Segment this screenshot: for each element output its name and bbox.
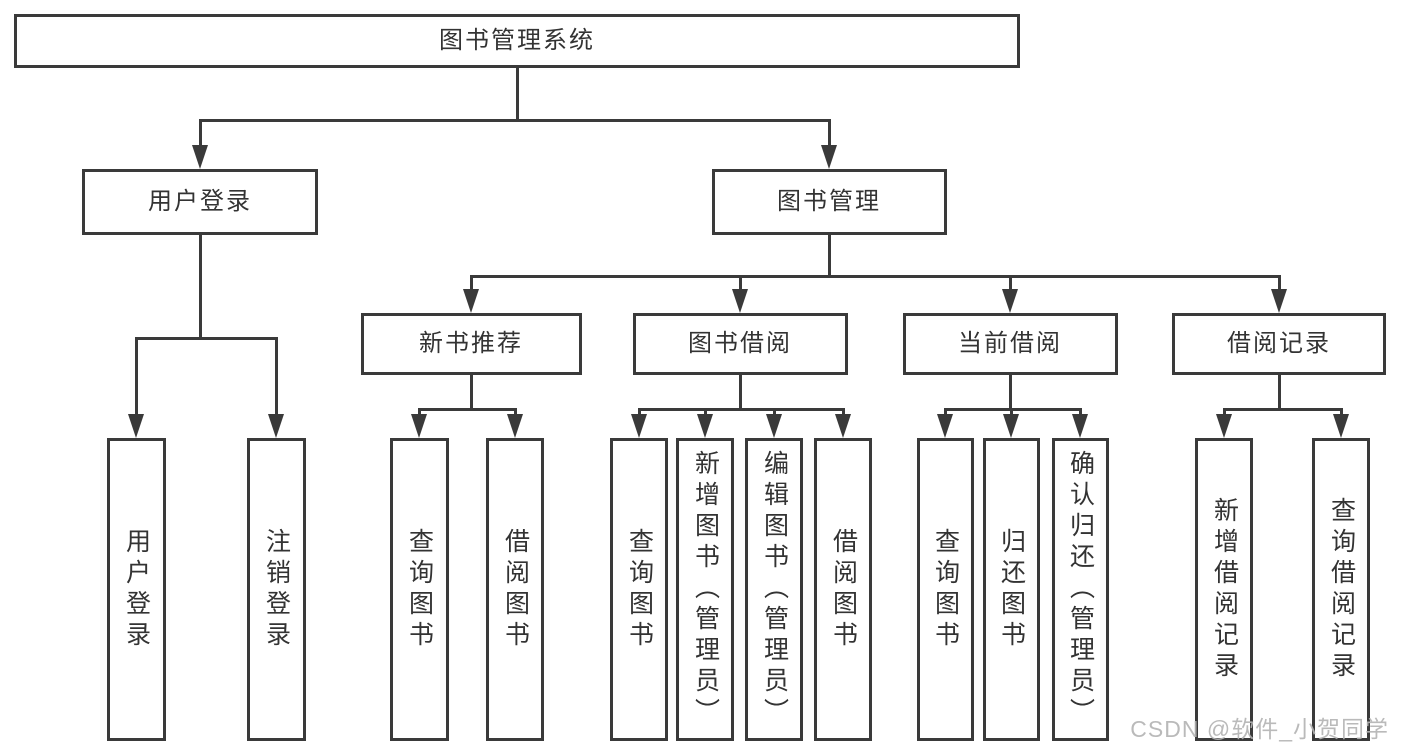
arrowhead-icon-edit-books-admin — [766, 414, 782, 438]
arrowhead-icon-user-login-action — [128, 414, 144, 438]
node-label-add-books-admin: 新增图书（管理员） — [691, 450, 720, 729]
node-label-query-borrow-record: 查询借阅记录 — [1327, 496, 1356, 683]
connector-drop-book-management — [827, 235, 831, 278]
connector-stem-add-books-admin — [703, 408, 707, 416]
arrowhead-icon-book-management — [821, 145, 837, 169]
connector-bar-book-management — [469, 275, 1281, 278]
node-label-book-borrowing: 图书借阅 — [688, 330, 792, 358]
arrowhead-icon-borrow-books-recommend — [507, 414, 523, 438]
connector-stem-new-book-recommend — [469, 275, 473, 291]
node-label-user-login: 用户登录 — [148, 188, 252, 216]
connector-stem-borrow-books — [841, 408, 845, 416]
node-query-borrow-record: 查询借阅记录 — [1312, 438, 1370, 741]
node-current-borrowing: 当前借阅 — [902, 313, 1118, 375]
connector-drop-library-system — [515, 68, 519, 122]
node-label-current-borrowing: 当前借阅 — [958, 330, 1062, 358]
connector-drop-book-borrowing — [738, 375, 742, 411]
connector-stem-book-borrowing — [738, 275, 742, 291]
node-label-edit-books-admin: 编辑图书（管理员） — [760, 450, 789, 729]
node-query-books-current: 查询图书 — [916, 438, 974, 741]
arrowhead-icon-add-borrow-record — [1216, 414, 1232, 438]
connector-drop-new-book-recommend — [469, 375, 473, 411]
connector-stem-user-login-action — [134, 337, 138, 416]
connector-stem-edit-books-admin — [772, 408, 776, 416]
node-label-library-system: 图书管理系统 — [439, 27, 595, 55]
arrowhead-icon-borrowing-records — [1271, 289, 1287, 313]
node-label-borrowing-records: 借阅记录 — [1227, 330, 1331, 358]
connector-bar-library-system — [198, 119, 831, 122]
arrowhead-icon-current-borrowing — [1002, 289, 1018, 313]
node-new-book-recommend: 新书推荐 — [360, 313, 582, 375]
node-label-query-books-current: 查询图书 — [931, 527, 960, 652]
connector-stem-query-books-borrow — [637, 408, 641, 416]
node-borrowing-records: 借阅记录 — [1172, 313, 1386, 375]
node-book-borrowing: 图书借阅 — [632, 313, 848, 375]
node-edit-books-admin: 编辑图书（管理员） — [745, 438, 803, 741]
node-label-query-books-recommend: 查询图书 — [405, 527, 434, 652]
connector-drop-user-login — [198, 235, 202, 340]
connector-bar-user-login — [134, 337, 278, 340]
connector-stem-book-management — [827, 119, 831, 147]
connector-stem-query-books-current — [943, 408, 947, 416]
connector-drop-current-borrowing — [1008, 375, 1012, 411]
arrowhead-icon-user-login — [192, 145, 208, 169]
node-borrow-books: 借阅图书 — [814, 438, 872, 741]
connector-stem-return-books — [1009, 408, 1013, 416]
connector-stem-logout-action — [274, 337, 278, 416]
arrowhead-icon-query-borrow-record — [1333, 414, 1349, 438]
node-user-login-action: 用户登录 — [106, 438, 166, 741]
connector-stem-current-borrowing — [1008, 275, 1012, 291]
node-return-books: 归还图书 — [982, 438, 1040, 741]
node-book-management: 图书管理 — [711, 169, 947, 235]
node-label-add-borrow-record: 新增借阅记录 — [1210, 496, 1239, 683]
arrowhead-icon-borrow-books — [835, 414, 851, 438]
node-add-borrow-record: 新增借阅记录 — [1195, 438, 1253, 741]
node-label-borrow-books: 借阅图书 — [829, 527, 858, 652]
node-label-borrow-books-recommend: 借阅图书 — [501, 527, 530, 652]
node-add-books-admin: 新增图书（管理员） — [676, 438, 734, 741]
node-label-return-books: 归还图书 — [997, 527, 1026, 652]
arrowhead-icon-query-books-current — [937, 414, 953, 438]
connector-bar-current-borrowing — [943, 408, 1082, 411]
node-confirm-return-admin: 确认归还（管理员） — [1051, 438, 1109, 741]
node-label-new-book-recommend: 新书推荐 — [419, 330, 523, 358]
arrowhead-icon-add-books-admin — [697, 414, 713, 438]
connector-stem-query-borrow-record — [1339, 408, 1343, 416]
arrowhead-icon-confirm-return-admin — [1072, 414, 1088, 438]
connector-stem-borrowing-records — [1277, 275, 1281, 291]
connector-bar-borrowing-records — [1222, 408, 1343, 411]
connector-stem-add-borrow-record — [1222, 408, 1226, 416]
connector-stem-borrow-books-recommend — [513, 408, 517, 416]
node-logout-action: 注销登录 — [246, 438, 306, 741]
node-query-books-borrow: 查询图书 — [610, 438, 668, 741]
connector-stem-query-books-recommend — [417, 408, 421, 416]
node-label-confirm-return-admin: 确认归还（管理员） — [1066, 450, 1095, 729]
arrowhead-icon-return-books — [1003, 414, 1019, 438]
node-user-login: 用户登录 — [82, 169, 318, 235]
arrowhead-icon-book-borrowing — [732, 289, 748, 313]
node-label-user-login-action: 用户登录 — [122, 527, 151, 652]
connector-drop-borrowing-records — [1277, 375, 1281, 411]
node-label-logout-action: 注销登录 — [262, 527, 291, 652]
connector-bar-new-book-recommend — [417, 408, 517, 411]
node-label-query-books-borrow: 查询图书 — [625, 527, 654, 652]
connector-bar-book-borrowing — [637, 408, 845, 411]
connector-stem-confirm-return-admin — [1078, 408, 1082, 416]
node-borrow-books-recommend: 借阅图书 — [486, 438, 544, 741]
node-query-books-recommend: 查询图书 — [389, 438, 449, 741]
watermark: CSDN @软件_小贺同学 — [1130, 716, 1389, 742]
arrowhead-icon-query-books-borrow — [631, 414, 647, 438]
arrowhead-icon-logout-action — [268, 414, 284, 438]
connector-stem-user-login — [198, 119, 202, 147]
arrowhead-icon-query-books-recommend — [411, 414, 427, 438]
arrowhead-icon-new-book-recommend — [463, 289, 479, 313]
node-library-system: 图书管理系统 — [14, 14, 1020, 68]
node-label-book-management: 图书管理 — [777, 188, 881, 216]
